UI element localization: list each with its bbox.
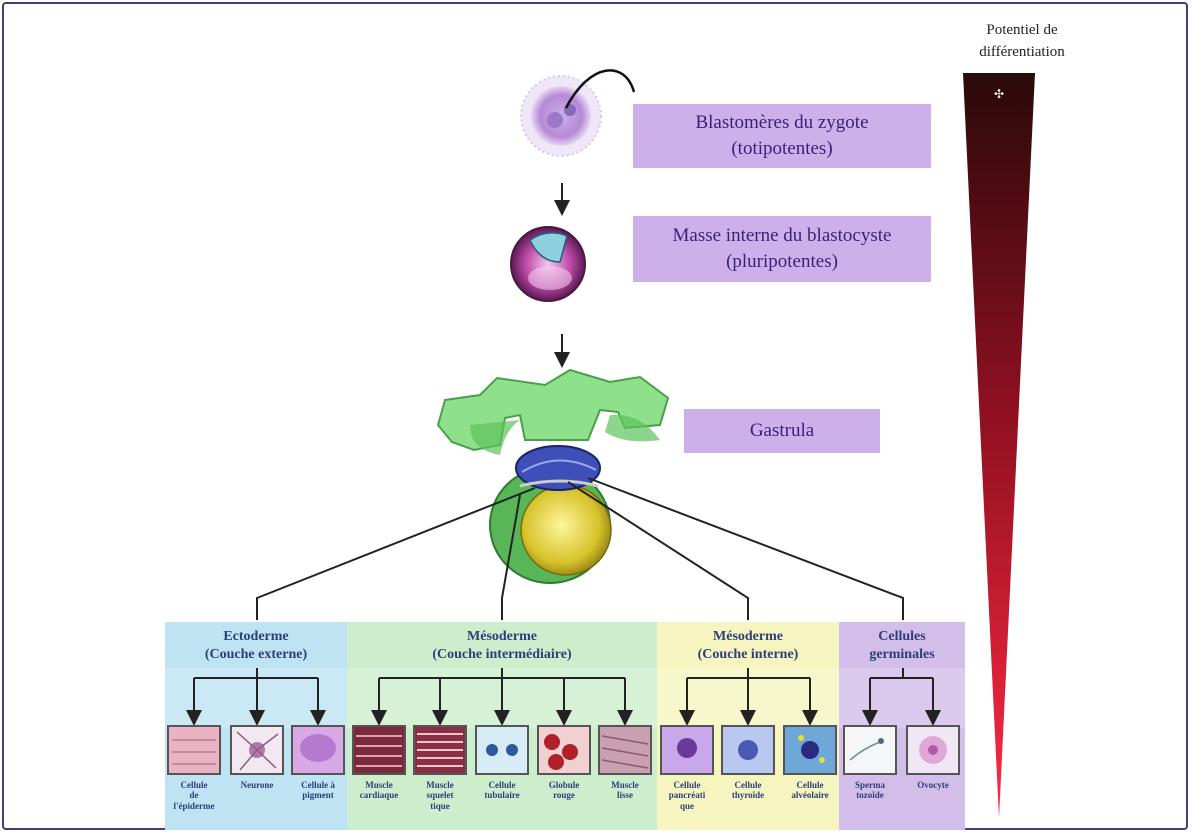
smooth-muscle-image bbox=[598, 725, 652, 775]
tubular-cell-image bbox=[475, 725, 529, 775]
gastrula-label-box: Gastrula bbox=[684, 409, 880, 453]
mesoderm-inner-title: Mésoderme bbox=[713, 629, 783, 644]
mesoderm-intermediate-title: Mésoderme bbox=[467, 629, 537, 644]
gradient-title: Potentiel de différentiation bbox=[962, 20, 1082, 64]
mesoderm-intermediate-header: Mésoderme (Couche intermédiaire) bbox=[347, 628, 657, 664]
differentiation-gradient-bar bbox=[963, 73, 1035, 818]
blastocyst-label-line2: (pluripotentes) bbox=[726, 251, 838, 272]
cell-label-neuron: Neurone bbox=[240, 780, 274, 790]
ectoderm-subtitle: (Couche externe) bbox=[204, 647, 308, 663]
mesoderm-intermediate-subtitle: (Couche intermédiaire) bbox=[432, 647, 572, 663]
mesoderm-inner-subtitle: (Couche interne) bbox=[697, 647, 799, 663]
germ-cells-header: Cellules germinales bbox=[839, 628, 965, 664]
mesoderm-inner-header: Mésoderme (Couche interne) bbox=[657, 628, 839, 664]
cell-label-oocyte: Ovocyte bbox=[917, 780, 949, 790]
gradient-title-line2: différentiation bbox=[979, 43, 1065, 60]
ectoderm-title: Ectoderme bbox=[223, 629, 289, 644]
ectoderm-header: Ectoderme (Couche externe) bbox=[165, 628, 347, 664]
germ-cells-subtitle: germinales bbox=[869, 647, 935, 663]
zygote-label-line1: Blastomères du zygote bbox=[695, 112, 869, 134]
blastocyst-label-line1: Masse interne du blastocyste bbox=[672, 225, 892, 247]
blastocyst-label-box: Masse interne du blastocyste (pluripoten… bbox=[633, 216, 931, 282]
sperm-cell-image bbox=[843, 725, 897, 775]
branch-arrows bbox=[186, 668, 941, 726]
lineage-connector-lines bbox=[256, 477, 904, 620]
germ-cells-title: Cellules bbox=[878, 629, 926, 644]
zygote-illustration bbox=[520, 69, 636, 157]
blastocyst-illustration bbox=[510, 226, 586, 302]
zygote-label-line2: (totipotentes) bbox=[731, 138, 833, 159]
gastrula-illustration bbox=[436, 368, 670, 584]
zygote-label-box: Blastomères du zygote (totipotentes) bbox=[633, 104, 931, 168]
oocyte-cell-image bbox=[906, 725, 960, 775]
gradient-title-line1: Potentiel de bbox=[986, 22, 1058, 38]
epidermis-cell-image bbox=[167, 725, 221, 775]
gastrula-label: Gastrula bbox=[749, 420, 815, 442]
gradient-marker-icon: ✣ bbox=[994, 87, 1004, 101]
